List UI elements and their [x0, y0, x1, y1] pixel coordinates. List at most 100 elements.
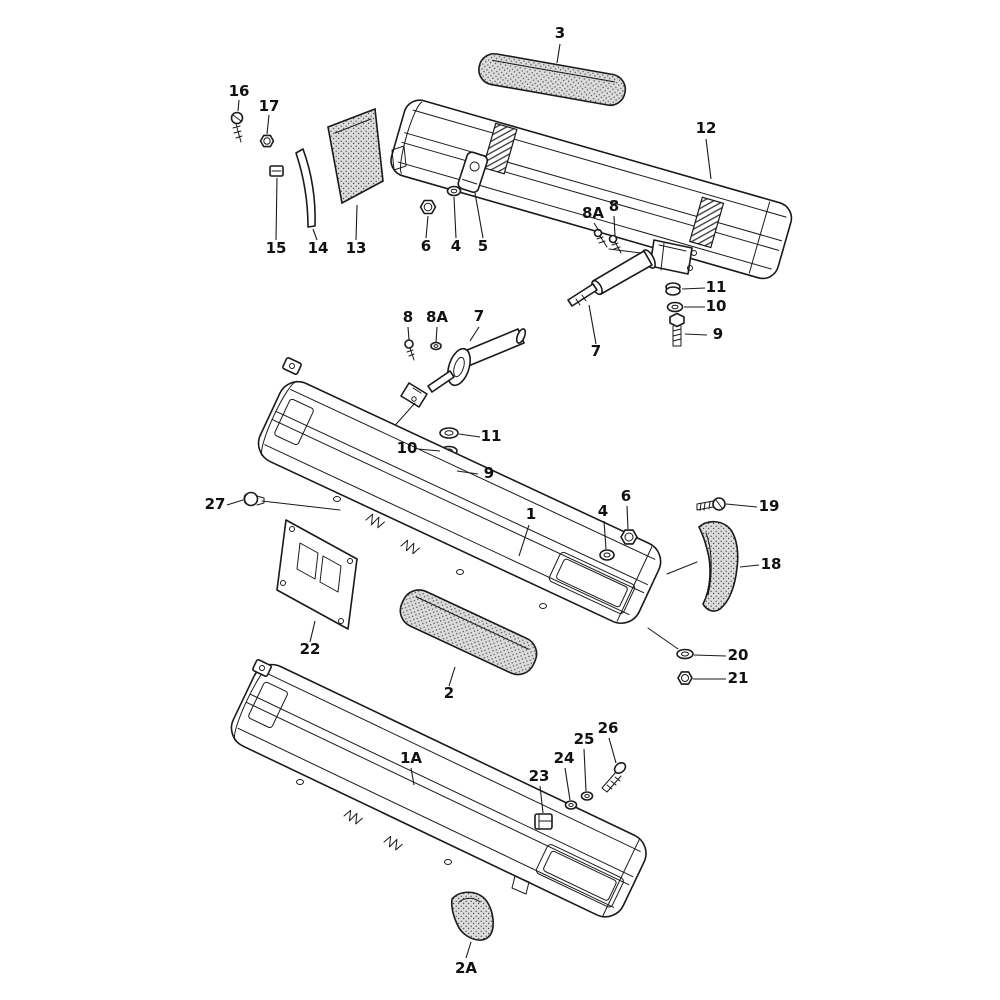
part-washer-24: [564, 800, 578, 810]
callout-11-top: 11: [706, 278, 727, 296]
callout-11-mid: 11: [481, 427, 502, 445]
callout-17: 17: [259, 97, 280, 115]
leader-c4top: [453, 196, 457, 239]
part-washer-8a-mid: [430, 341, 442, 351]
leader-c19: [725, 503, 758, 508]
leader-c6top: [425, 215, 429, 239]
leader-c25: [583, 748, 587, 792]
leader-c13: [355, 204, 358, 241]
part-washer-20: [676, 648, 694, 660]
leader-c14: [312, 228, 318, 241]
part-pad-3: [478, 52, 627, 107]
part-washer-11-mid: [439, 427, 459, 439]
leader-c7top: [588, 304, 597, 345]
end-cutout-1a: [248, 681, 288, 729]
part-bolt-8-top: [608, 234, 622, 254]
part-pad-2: [399, 589, 538, 676]
part-bumper-1: [257, 380, 662, 624]
part-shock-absorber-7-top: [567, 239, 697, 307]
leader-c11mid: [458, 433, 481, 438]
callout-10-top: 10: [706, 297, 727, 315]
spring-clip-mark-3: [343, 809, 363, 825]
bumper-1a-hole-2: [444, 859, 452, 865]
bumper-1-hole-2: [456, 569, 464, 575]
end-cutout: [274, 398, 314, 446]
part-clip-23: [534, 813, 553, 830]
part-washer-25: [580, 791, 594, 801]
callout-18: 18: [761, 555, 782, 573]
callout-9-mid: 9: [484, 464, 494, 482]
bumper-1-hole-3: [539, 603, 547, 609]
leader-c8amid: [435, 326, 438, 343]
part-nut-6-mid: [620, 529, 638, 545]
callout-8-mid: 8: [403, 308, 413, 326]
callout-25: 25: [574, 730, 595, 748]
part-nut-6-top: [419, 199, 437, 215]
leader-c9mid: [456, 470, 479, 475]
part-end-cap-18: [698, 520, 739, 612]
retainer-clip-right: [688, 196, 725, 249]
leader-c10mid: [417, 448, 441, 452]
callout-10-mid: 10: [397, 439, 418, 457]
leader-c24: [564, 767, 571, 801]
bumper-12-end-tab: [391, 145, 407, 171]
part-shock-absorber-7-mid: [400, 328, 527, 408]
callout-5: 5: [478, 237, 488, 255]
leader-c16: [237, 99, 240, 112]
callout-2: 2: [444, 684, 454, 702]
part-plate-5: [457, 151, 489, 194]
leader-c15: [275, 177, 278, 241]
spring-clip-mark-2: [400, 539, 420, 555]
part-bolt-26: [601, 762, 627, 793]
part-washer-10-top: [666, 301, 684, 313]
spring-clip-mark-1: [365, 513, 385, 529]
leader-c12: [705, 138, 712, 180]
part-nut-17: [259, 134, 275, 148]
bumper-1-hole-1: [333, 496, 341, 502]
spring-clip-mark-4: [383, 835, 403, 851]
leader-c23: [539, 785, 544, 814]
leader-c20: [693, 654, 727, 657]
callout-1: 1: [526, 505, 536, 523]
callout-7-top: 7: [591, 342, 601, 360]
bumper-1a-mounting-tab: [252, 659, 272, 677]
part-pad-13: [327, 107, 384, 205]
callout-3: 3: [555, 24, 565, 42]
callout-22: 22: [300, 640, 321, 658]
leader-lines: [226, 43, 760, 959]
part-clip-15: [269, 165, 284, 177]
callout-20: 20: [728, 646, 749, 664]
leader-c4mid: [603, 520, 607, 550]
callout-23: 23: [529, 767, 550, 785]
callout-8a-top: 8A: [582, 204, 604, 222]
retainer-clip-left: [482, 122, 518, 175]
assoc-line-bumper-to-washers: [647, 627, 679, 650]
callout-4-top: 4: [451, 237, 461, 255]
bumper-1a-hole-1: [296, 779, 304, 785]
part-bolt-9-top: [669, 312, 685, 347]
leader-c26: [608, 737, 617, 764]
callout-24: 24: [554, 749, 575, 767]
callout-8-top: 8: [609, 197, 619, 215]
callout-27: 27: [205, 495, 226, 513]
part-nut-21: [677, 671, 693, 685]
part-pad-2a: [451, 891, 494, 941]
leader-c2a: [465, 941, 472, 959]
assoc-line-27-to-bumper: [261, 500, 341, 511]
callout-1a: 1A: [400, 749, 422, 767]
callout-16: 16: [229, 82, 250, 100]
part-bumper-1a: [230, 663, 647, 918]
part-screw-16: [230, 111, 244, 143]
part-bracket-22: [276, 519, 358, 630]
part-bolt-8a-top: [593, 228, 608, 248]
leader-c1a: [410, 767, 415, 786]
license-recess: [548, 551, 636, 614]
callout-6-top: 6: [421, 237, 431, 255]
part-washer-4-mid: [599, 549, 615, 561]
leader-c8atop: [593, 222, 600, 232]
callout-13: 13: [346, 239, 367, 257]
callout-4-mid: 4: [598, 502, 608, 520]
leader-c27: [226, 499, 244, 506]
part-bumper-12: [390, 99, 793, 280]
